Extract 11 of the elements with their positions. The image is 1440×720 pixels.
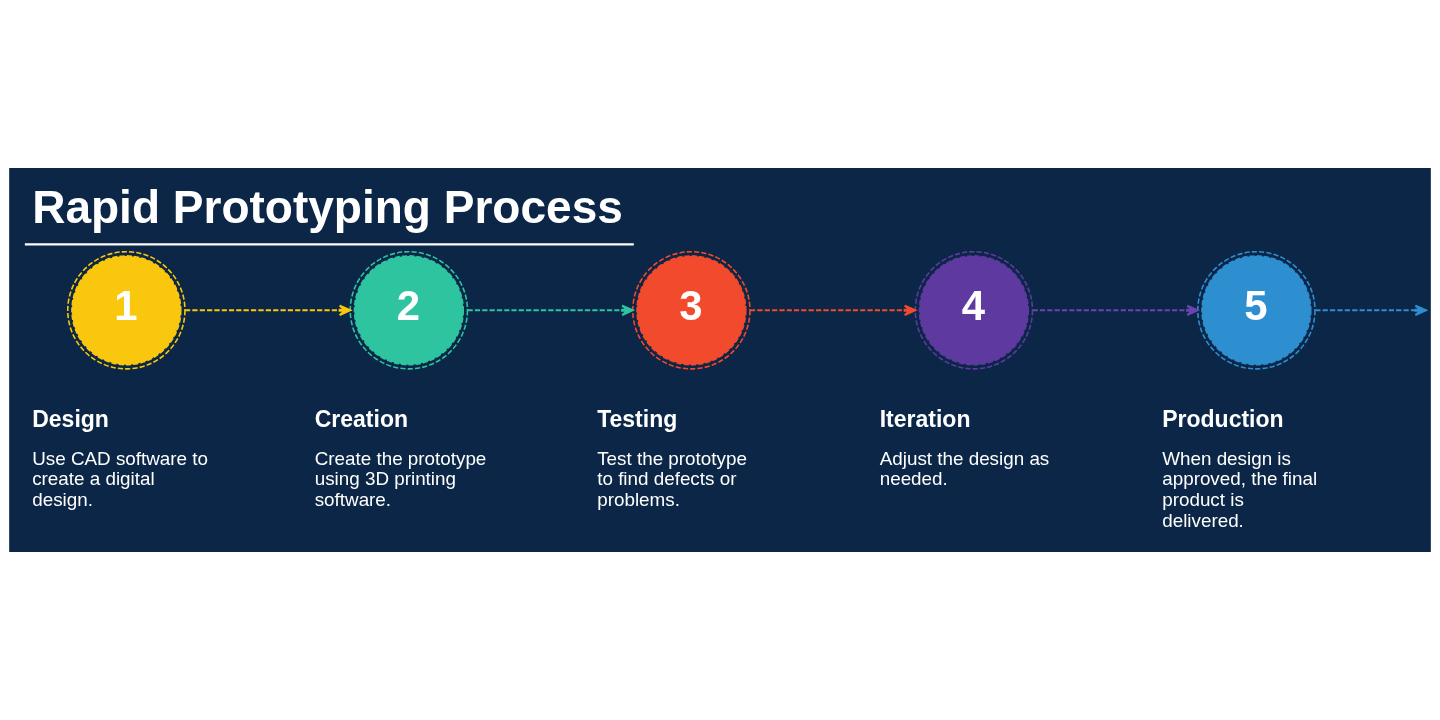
- node-label: Testing: [597, 406, 678, 433]
- node-label: Test the prototype to find defects or problems.: [597, 447, 747, 511]
- node-label: Adjust the design as needed.: [879, 447, 1050, 490]
- node-label: Design: [32, 406, 109, 433]
- node-label: Use CAD software to create a digital design.: [32, 447, 208, 511]
- node-label: Production: [1162, 406, 1284, 433]
- node-label: Create the prototype using 3D printing software.: [314, 447, 487, 511]
- node-label: Iteration: [879, 406, 971, 433]
- node-label: When design is approved, the final product is delivered.: [1162, 447, 1318, 532]
- diagram-title: Rapid Prototyping Process: [32, 180, 623, 233]
- node-label: Creation: [314, 406, 408, 433]
